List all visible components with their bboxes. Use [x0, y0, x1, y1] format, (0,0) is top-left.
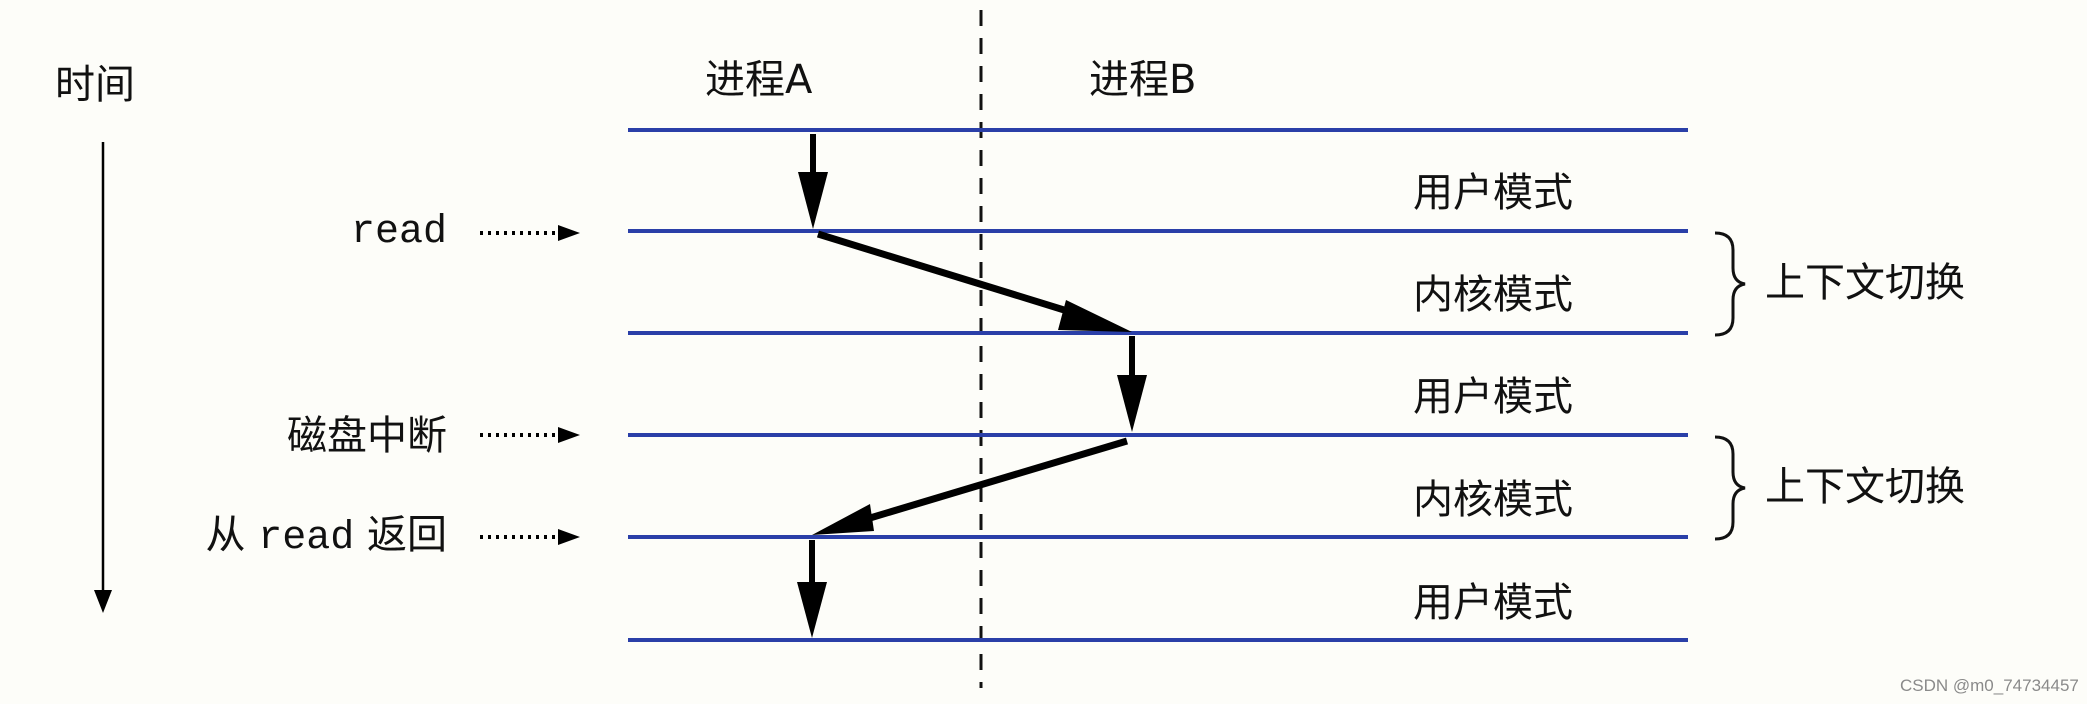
mode-label-kernel-1: 内核模式 [1413, 272, 1573, 318]
process-a-label: 进程A [705, 57, 813, 103]
context-switch-label-2: 上下文切换 [1765, 464, 1965, 510]
event-return-suffix: 返回 [354, 512, 447, 558]
event-pointer-arrows [480, 225, 580, 545]
event-return-code: read [258, 516, 355, 561]
process-b-label: 进程B [1089, 57, 1197, 103]
event-disk-interrupt: 磁盘中断 [287, 413, 447, 459]
watermark: CSDN @m0_74734457 [1900, 676, 2079, 695]
event-return-from-read: 从 read 返回 [206, 515, 447, 559]
context-switch-braces [1714, 231, 1746, 541]
event-read-code: read [350, 210, 447, 255]
mode-label-kernel-2: 内核模式 [1413, 477, 1573, 523]
mode-label-user-2: 用户模式 [1413, 374, 1573, 420]
context-switch-label-1: 上下文切换 [1765, 260, 1965, 306]
mode-boundary-lines [628, 128, 1688, 642]
time-axis-arrow [94, 142, 112, 613]
event-read: read [351, 213, 447, 253]
time-axis-label: 时间 [55, 62, 135, 108]
mode-label-user-1: 用户模式 [1413, 170, 1573, 216]
execution-flow-arrows [797, 134, 1147, 638]
mode-label-user-3: 用户模式 [1413, 580, 1573, 626]
event-return-prefix: 从 [205, 512, 259, 558]
